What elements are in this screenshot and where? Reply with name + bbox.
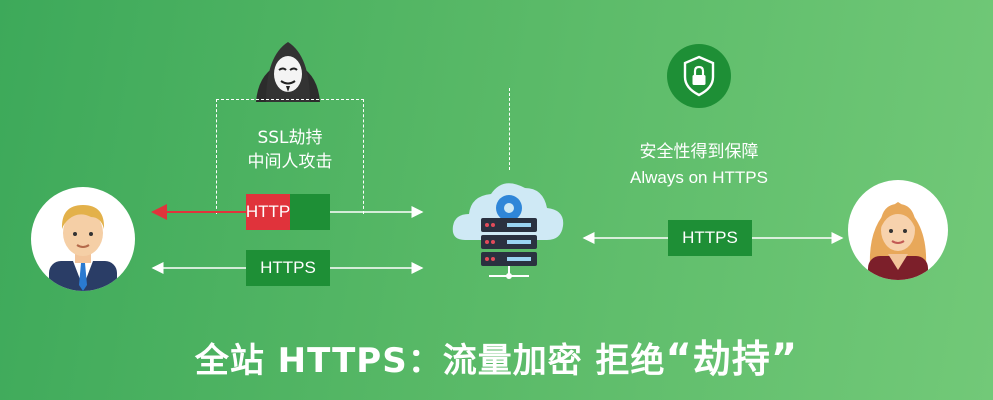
http-text: HTTP bbox=[245, 202, 291, 221]
attacker-line2: 中间人攻击 bbox=[247, 152, 333, 172]
headline-emph: 劫持 bbox=[692, 337, 771, 381]
http-label-red: HTTP bbox=[246, 194, 290, 230]
headline: 全站 HTTPS：流量加密 拒绝“劫持” bbox=[0, 328, 993, 383]
right-label: 安全性得到保障 Always on HTTPS bbox=[616, 140, 782, 190]
headline-prefix: 全站 HTTPS：流量加密 拒绝 bbox=[194, 341, 666, 381]
https-left-text: HTTPS bbox=[260, 258, 316, 277]
attacker-label: SSL劫持 中间人攻击 bbox=[228, 126, 352, 174]
headline-quote-close: ” bbox=[770, 336, 799, 382]
right-line1: 安全性得到保障 bbox=[639, 142, 759, 162]
user-male-icon bbox=[31, 187, 135, 291]
http-label-green bbox=[290, 194, 330, 230]
server-dashed-line bbox=[509, 88, 510, 170]
attack-path-dashed bbox=[216, 99, 364, 214]
https-label-left: HTTPS bbox=[246, 250, 330, 286]
user-female-icon bbox=[848, 180, 948, 280]
hacker-icon bbox=[248, 36, 328, 106]
cloud-server-icon bbox=[447, 168, 569, 290]
https-right-text: HTTPS bbox=[682, 228, 738, 247]
right-line2: Always on HTTPS bbox=[630, 168, 768, 187]
attacker-line1: SSL劫持 bbox=[257, 128, 323, 148]
headline-quote-open: “ bbox=[665, 336, 693, 382]
https-label-right: HTTPS bbox=[668, 220, 752, 256]
shield-lock-icon bbox=[667, 44, 731, 108]
